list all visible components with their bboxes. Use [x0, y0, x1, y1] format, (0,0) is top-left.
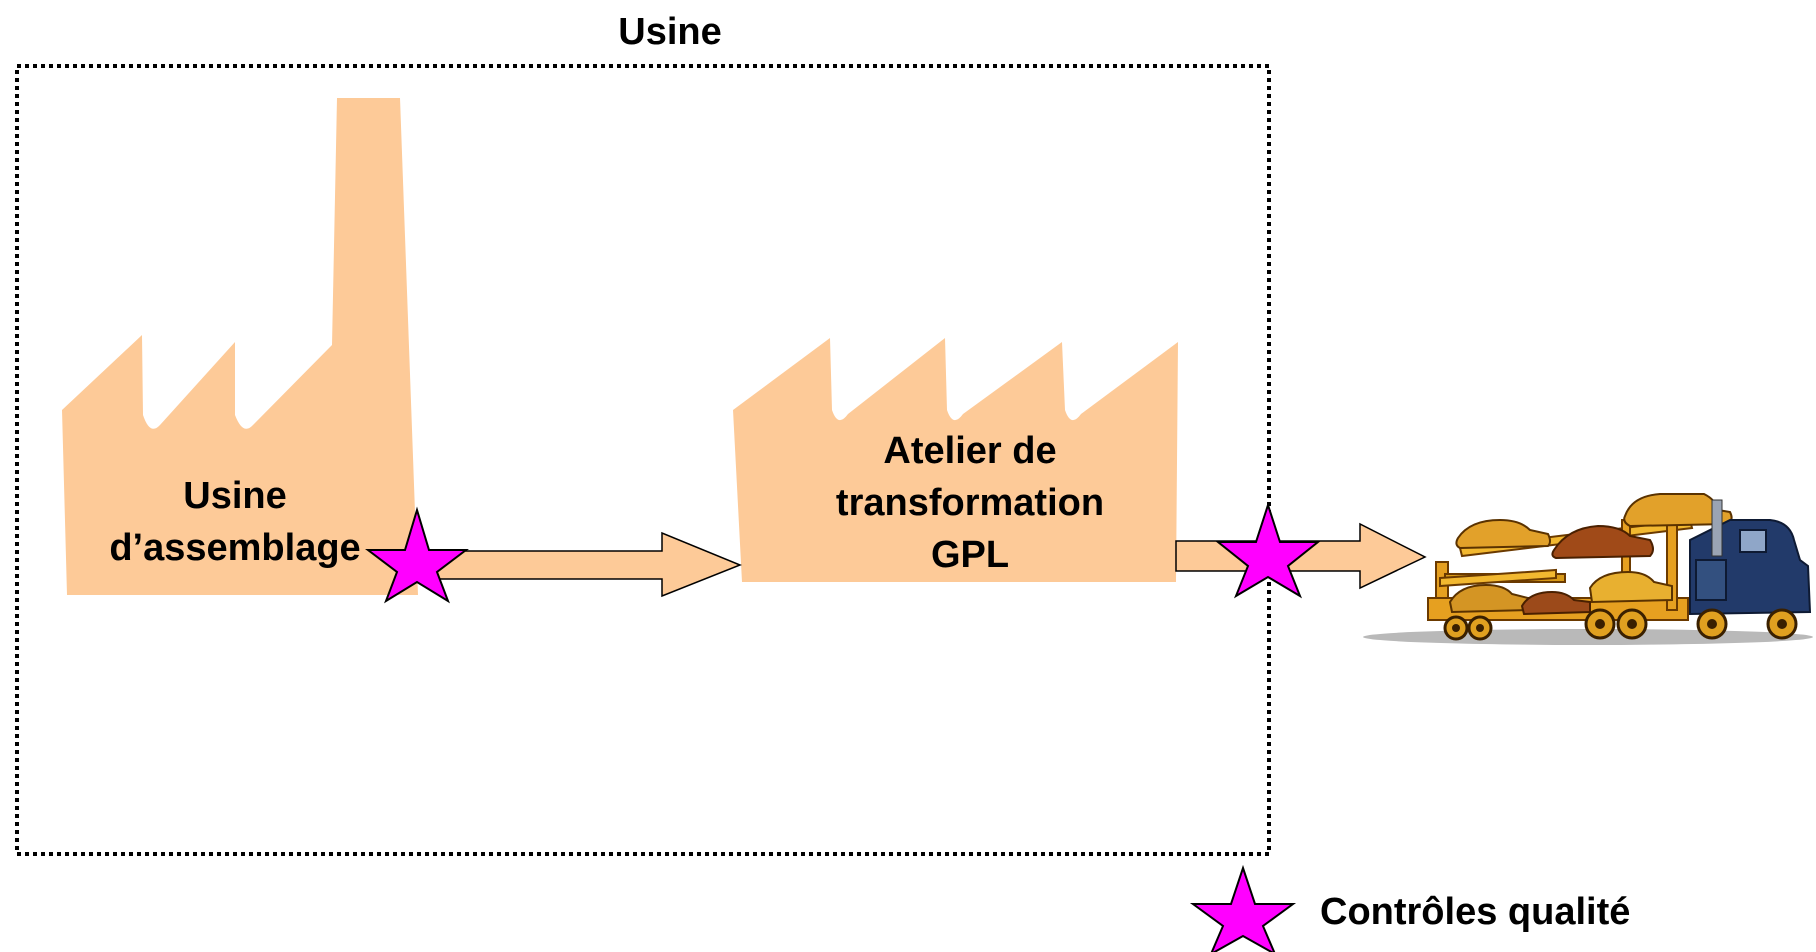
legend-star-icon [1189, 864, 1297, 952]
assembly-plant-label: Usine d’assemblage [70, 470, 400, 574]
assembly-factory-shape [62, 98, 418, 595]
assembly-plant-label-line: d’assemblage [109, 527, 361, 569]
diagram-title-text: Usine [618, 11, 722, 53]
quality-control-star-icon [365, 506, 469, 604]
lpg-workshop-factory-shape [733, 338, 1178, 582]
assembly-plant-label-line: Usine [183, 475, 287, 517]
lpg-workshop-label-line: GPL [930, 534, 1010, 576]
lpg-workshop-label: Atelier de transformation GPL [790, 425, 1150, 581]
lpg-workshop-label-line: Atelier de [883, 430, 1057, 472]
quality-control-star-icon [1215, 501, 1321, 599]
lpg-workshop-label-line: transformation [835, 482, 1105, 524]
car-carrier-truck-icon [1363, 493, 1813, 645]
diagram-title: Usine [560, 6, 780, 58]
usine-boundary [15, 64, 1271, 856]
flow-arrow-assembly-to-workshop [399, 531, 743, 598]
legend-label: Contrôles qualité [1320, 886, 1690, 938]
legend-label-text: Contrôles qualité [1320, 891, 1631, 933]
